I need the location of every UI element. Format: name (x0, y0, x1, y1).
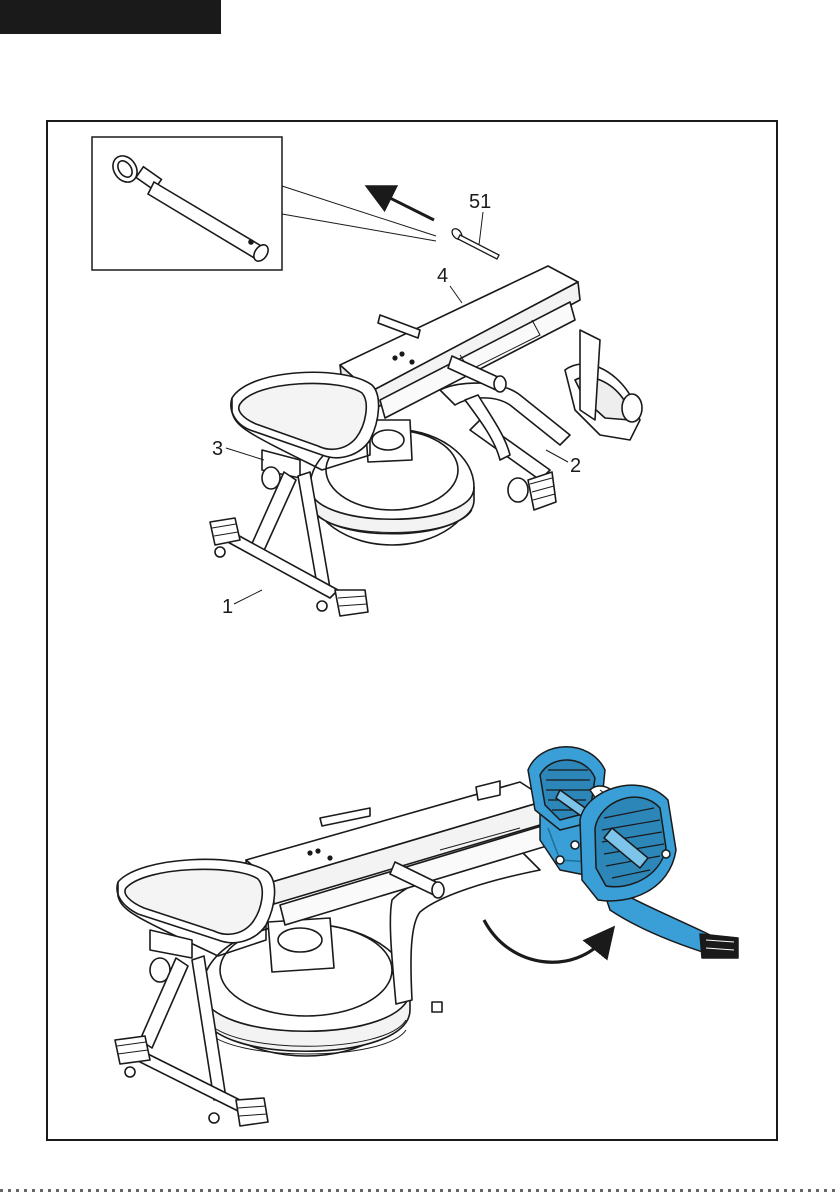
callout-51: 51 (469, 191, 491, 213)
footrest-assembly-highlight (528, 747, 738, 958)
pin-part-51 (450, 227, 499, 259)
arrow-up-left-icon (378, 192, 434, 220)
callout-1: 1 (222, 596, 233, 618)
callout-2: 2 (570, 455, 581, 477)
callout-3: 3 (212, 438, 223, 460)
pin-detail-inset (92, 137, 436, 270)
curved-arrow-icon (484, 920, 605, 962)
rowing-machine-folded (210, 266, 642, 616)
rowing-machine-unfolded (115, 781, 550, 1126)
callout-4: 4 (437, 265, 448, 287)
